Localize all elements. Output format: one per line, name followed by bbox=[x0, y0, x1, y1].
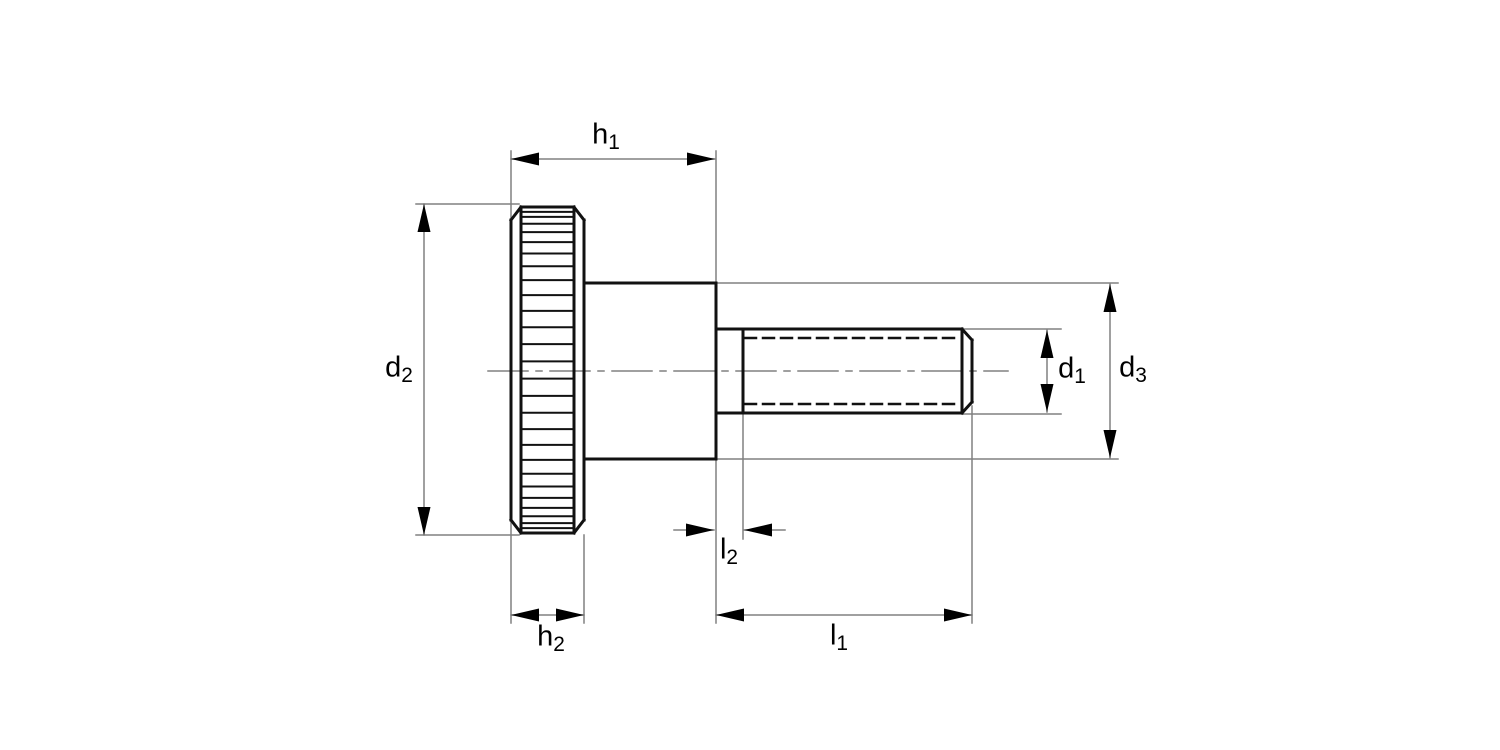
knurl-lines bbox=[520, 210, 575, 530]
dim-subscript: 2 bbox=[553, 633, 565, 657]
dimension-label-d2: d2 bbox=[385, 351, 413, 386]
dim-subscript: 1 bbox=[608, 131, 620, 155]
dimension-label-d3: d3 bbox=[1119, 351, 1147, 386]
dimension-label-h1: h1 bbox=[592, 118, 620, 153]
dim-letter: d bbox=[1058, 352, 1075, 385]
dimension-label-l2: l2 bbox=[719, 533, 738, 568]
dim-subscript: 3 bbox=[1135, 364, 1147, 388]
dim-subscript: 2 bbox=[401, 364, 413, 388]
dimension-label-h2: h2 bbox=[537, 620, 565, 655]
dim-letter: l bbox=[829, 619, 837, 652]
part-outline bbox=[508, 204, 975, 536]
dim-letter: l bbox=[719, 533, 727, 566]
dim-letter: h bbox=[592, 118, 609, 151]
dimension-label-l1: l1 bbox=[829, 619, 848, 654]
dim-subscript: 1 bbox=[1074, 365, 1086, 389]
dimension-arrows bbox=[417, 152, 1117, 622]
dim-letter: d bbox=[1119, 351, 1136, 384]
dim-subscript: 2 bbox=[726, 546, 739, 570]
dim-subscript: 1 bbox=[836, 632, 849, 656]
dim-letter: h bbox=[537, 620, 554, 653]
dimension-label-d1: d1 bbox=[1058, 352, 1086, 387]
dim-letter: d bbox=[385, 351, 402, 384]
dimension-lines bbox=[415, 150, 1119, 624]
thread-lines bbox=[743, 336, 961, 406]
